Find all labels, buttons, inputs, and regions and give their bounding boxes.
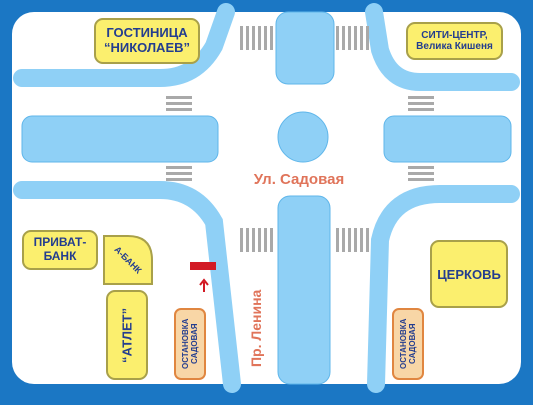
zebra-right-upper — [408, 96, 434, 111]
road-left — [21, 115, 219, 163]
a-bank-shape — [103, 235, 153, 285]
zebra-crossings — [166, 26, 434, 252]
zebra-bottom-left — [240, 228, 273, 252]
road-curve-bottom-right — [367, 185, 520, 393]
zebra-bottom-right — [336, 228, 369, 252]
road-lenina — [277, 195, 331, 385]
zebra-left-upper — [166, 96, 192, 111]
road-curve-bottom-left — [13, 181, 241, 393]
road-right — [383, 115, 512, 163]
atlet-label: “АТЛЕТ” — [106, 290, 148, 380]
road-curve-top-right — [365, 3, 520, 91]
street-sadovaya-label: Ул. Садовая — [253, 170, 345, 188]
zebra-right-lower — [408, 166, 434, 181]
arrow-up-icon — [199, 278, 209, 292]
bus-stop-left: ОСТАНОВКА САДОВАЯ — [174, 308, 206, 380]
zebra-top-left — [240, 26, 273, 50]
church-label: ЦЕРКОВЬ — [430, 240, 508, 308]
road-top — [275, 11, 335, 85]
bus-stop-right: ОСТАНОВКА САДОВАЯ — [392, 308, 424, 380]
location-marker-icon — [190, 262, 216, 270]
hotel-label: ГОСТИНИЦА “НИКОЛАЕВ” — [94, 18, 200, 64]
roundabout — [277, 111, 329, 163]
privat-bank-label: ПРИВАТ- БАНК — [22, 230, 98, 270]
zebra-left-lower — [166, 166, 192, 181]
street-lenina-label: Пр. Ленина — [248, 289, 264, 367]
zebra-top-right — [336, 26, 369, 50]
road-curve-top-left — [13, 3, 235, 87]
city-center-label: СИТИ-ЦЕНТР, Велика Кишеня — [406, 22, 503, 60]
